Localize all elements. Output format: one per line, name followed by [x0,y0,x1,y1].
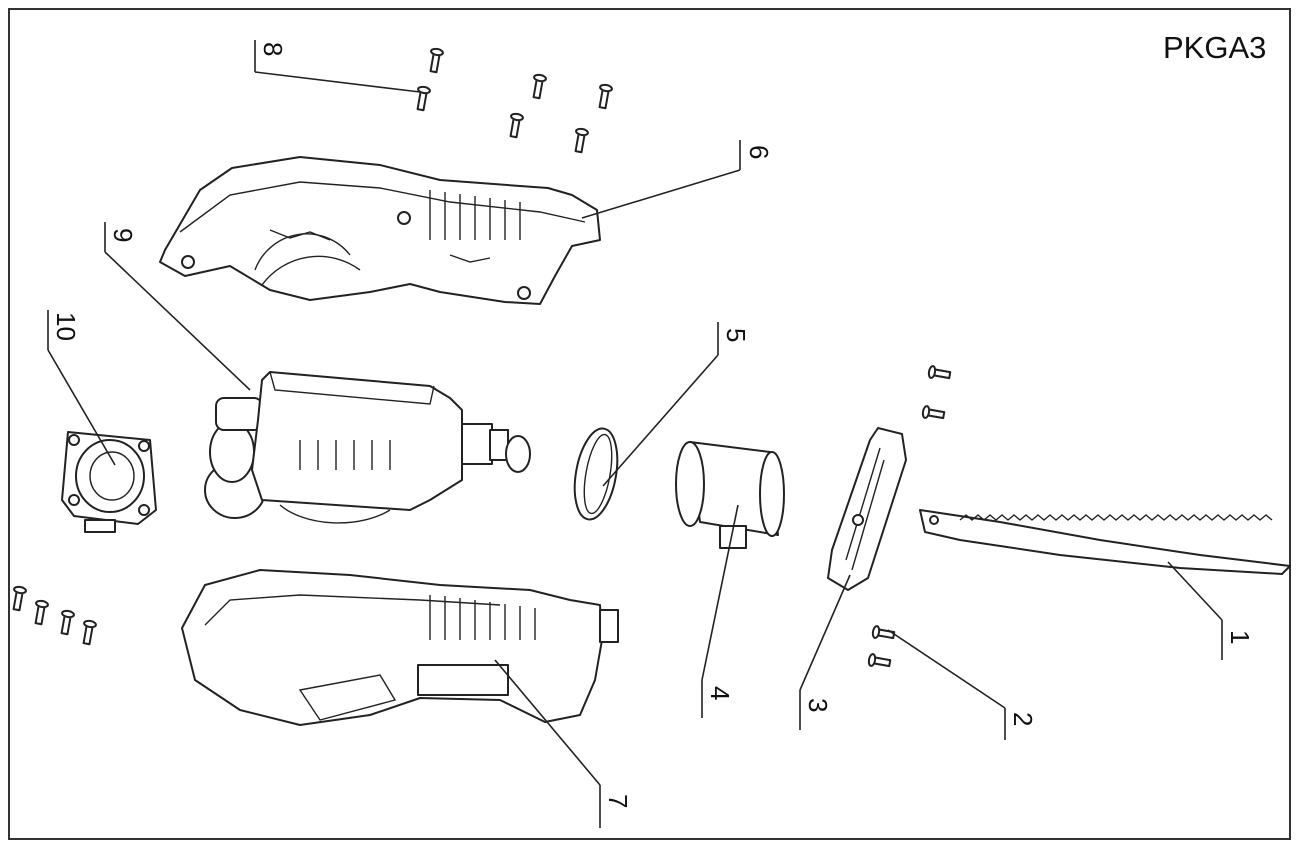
callout-5: 5 [721,328,751,342]
front-sleeve [675,441,785,549]
callout-3: 3 [803,698,833,712]
callout-4: 4 [705,686,735,700]
blade-screws [867,365,952,668]
motor-assembly [204,371,531,524]
front-plate [827,427,907,591]
end-cap [61,431,157,533]
upper-housing [159,156,601,305]
housing-screws-top [416,47,613,154]
diagram-frame [8,8,1291,840]
callout-2: 2 [1008,712,1038,726]
housing-screws-bottom [12,585,97,646]
callout-8: 8 [258,42,288,56]
leader-lines [47,40,1223,828]
callout-7: 7 [603,794,633,808]
callout-10: 10 [51,312,81,341]
callout-numbers: 8 6 9 10 5 4 3 2 1 7 [51,42,1255,808]
model-label: PKGA3 [1163,30,1267,65]
lower-housing [181,569,619,726]
saw-blade [919,509,1291,575]
callout-9: 9 [108,228,138,242]
callout-1: 1 [1225,630,1255,644]
ring [573,427,619,521]
callout-6: 6 [744,145,774,159]
